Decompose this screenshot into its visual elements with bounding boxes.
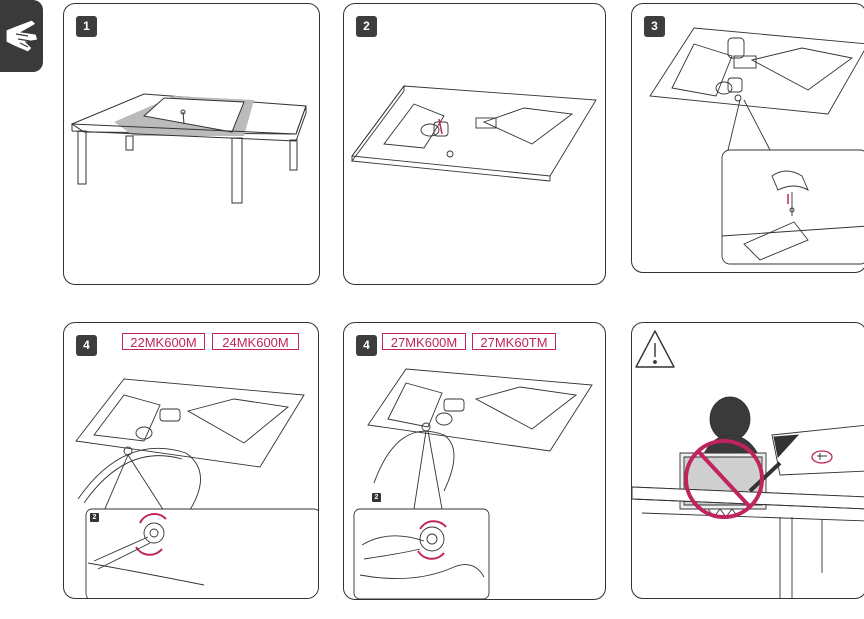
step-4-panel-22-24: 4 22MK600M 24MK600M 2 — [63, 322, 319, 599]
stand-base-attach-illustration — [64, 323, 319, 599]
do-not-lift-by-screen-illustration — [632, 323, 864, 599]
caution-panel — [631, 322, 864, 599]
table-with-monitor-illustration — [64, 4, 320, 285]
stand-base-attach-illustration — [344, 323, 606, 600]
step-4-panel-27: 4 27MK600M 27MK60TM 2 — [343, 322, 606, 600]
step-2-panel: 2 — [343, 3, 606, 285]
step-3-panel: 3 — [631, 3, 864, 273]
stand-body-screw-detail-illustration — [632, 4, 864, 273]
hand-holding-screwdriver-icon — [2, 12, 42, 60]
sub-step-badge: 2 — [372, 493, 381, 502]
step-1-panel: 1 — [63, 3, 320, 285]
monitor-face-down-stand-attach-illustration — [344, 4, 606, 285]
caution-triangle-icon — [636, 331, 674, 367]
section-tab — [0, 0, 43, 72]
sub-step-badge: 2 — [90, 513, 99, 522]
